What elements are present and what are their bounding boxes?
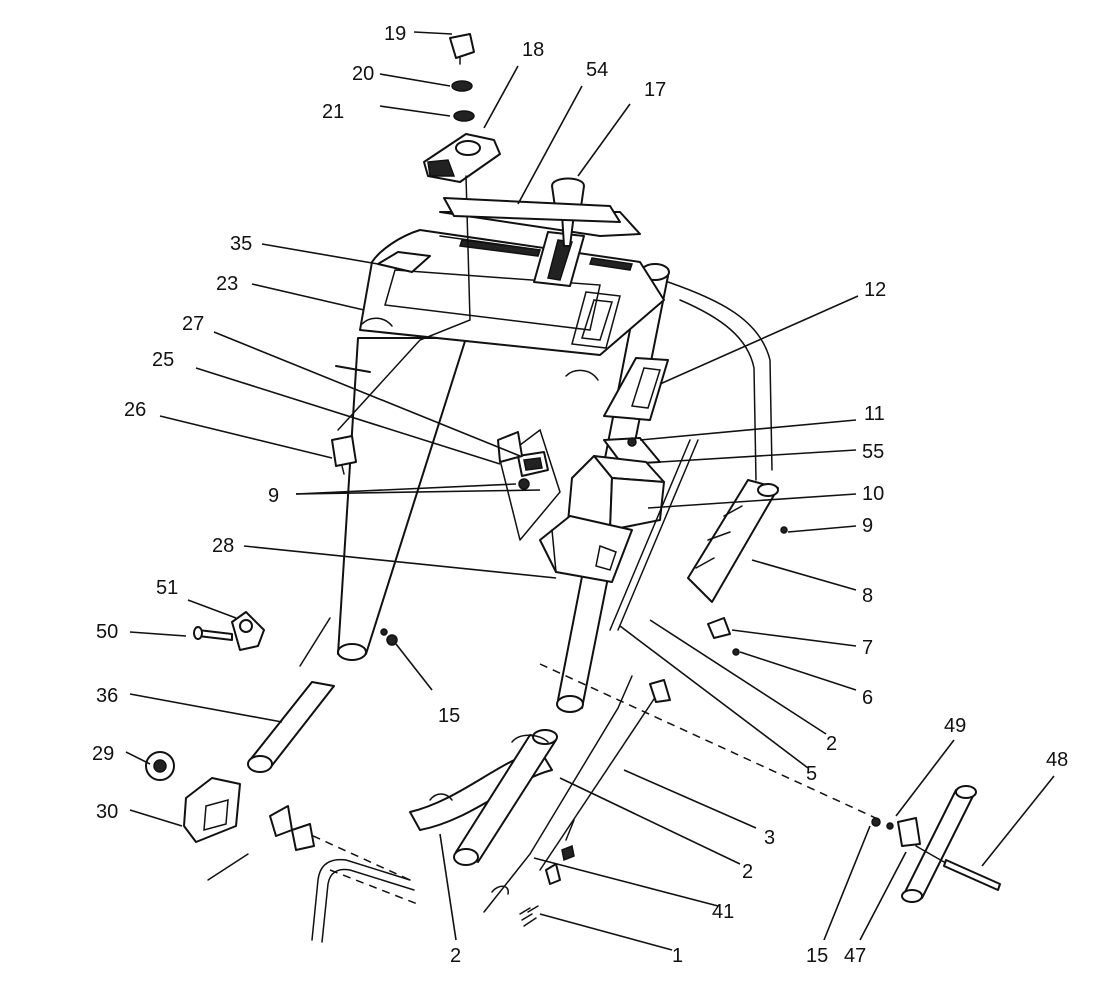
callout-11: 11 bbox=[864, 403, 885, 425]
decal-54 bbox=[443, 197, 621, 223]
callout-36: 36 bbox=[96, 685, 118, 707]
callout-27: 27 bbox=[182, 313, 204, 335]
callout-8: 8 bbox=[862, 585, 873, 607]
callout-50: 50 bbox=[96, 621, 118, 643]
callout-47: 47 bbox=[844, 945, 866, 967]
callout-41: 41 bbox=[712, 901, 734, 923]
callout-26: 26 bbox=[124, 399, 146, 421]
callout-29: 29 bbox=[92, 743, 114, 765]
callout-6: 6 bbox=[862, 687, 873, 709]
control-box-10 bbox=[567, 455, 665, 531]
callout-2: 2 bbox=[450, 945, 461, 967]
callout-23: 23 bbox=[216, 273, 238, 295]
callout-28: 28 bbox=[212, 535, 234, 557]
callout-49: 49 bbox=[944, 715, 966, 737]
callout-9: 9 bbox=[268, 485, 279, 507]
callout-20: 20 bbox=[352, 63, 374, 85]
callout-17: 17 bbox=[644, 79, 666, 101]
callout-2: 2 bbox=[742, 861, 753, 883]
callout-2: 2 bbox=[826, 733, 837, 755]
callout-25: 25 bbox=[152, 349, 174, 371]
housing-30 bbox=[183, 777, 315, 881]
callout-15: 15 bbox=[438, 705, 460, 727]
leader-lines bbox=[125, 31, 1055, 951]
cables bbox=[483, 439, 881, 927]
bracket-12 bbox=[603, 357, 669, 421]
bolt-50 bbox=[193, 626, 233, 641]
callout-12: 12 bbox=[864, 279, 886, 301]
callout-55: 55 bbox=[862, 441, 884, 463]
console-cover bbox=[337, 133, 501, 431]
callout-10: 10 bbox=[862, 483, 884, 505]
callout-18: 18 bbox=[522, 39, 544, 61]
linkage-8 bbox=[687, 479, 788, 656]
callout-21: 21 bbox=[322, 101, 344, 123]
callout-labels: 19 18 54 17 20 21 35 23 12 27 25 26 11 5… bbox=[92, 23, 1068, 967]
knob-29 bbox=[145, 751, 175, 781]
handle-grip-36 bbox=[247, 681, 335, 773]
pin-26 bbox=[331, 365, 371, 475]
right-parts bbox=[871, 785, 1001, 903]
callout-30: 30 bbox=[96, 801, 118, 823]
callout-1: 1 bbox=[672, 945, 683, 967]
callout-48: 48 bbox=[1046, 749, 1068, 771]
switch-27 bbox=[497, 431, 549, 477]
callout-51: 51 bbox=[156, 577, 178, 599]
link-51 bbox=[231, 611, 331, 667]
callout-15: 15 bbox=[806, 945, 828, 967]
callout-5: 5 bbox=[806, 763, 817, 785]
callout-54: 54 bbox=[586, 59, 608, 81]
decal-35 bbox=[377, 251, 431, 273]
callout-9: 9 bbox=[862, 515, 873, 537]
callout-7: 7 bbox=[862, 637, 873, 659]
control-panel bbox=[359, 211, 665, 381]
callout-3: 3 bbox=[764, 827, 775, 849]
control-box-28 bbox=[539, 515, 633, 583]
ignition-key bbox=[449, 33, 475, 122]
callout-19: 19 bbox=[384, 23, 406, 45]
callout-35: 35 bbox=[230, 233, 252, 255]
mount-plate bbox=[499, 428, 561, 541]
